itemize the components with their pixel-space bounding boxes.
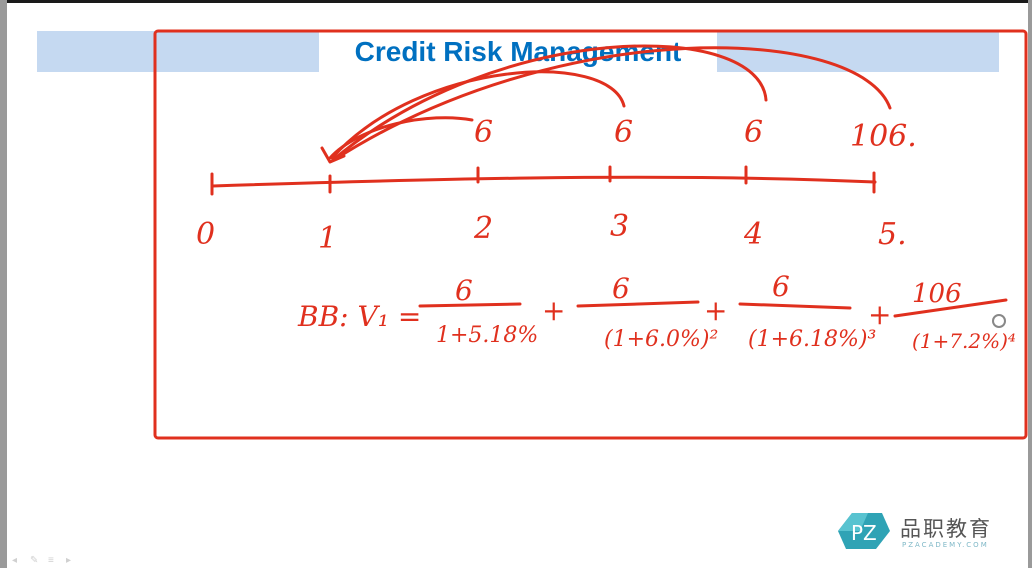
time-label-2: 2 [473,211,493,246]
plus-3: + [868,298,891,331]
plus-2: + [704,294,727,327]
fraction-bar-1 [418,302,522,308]
prev-arrow-icon[interactable]: ◂ [12,555,18,566]
cash-flow-2: 6 [474,115,493,150]
term-1-denominator: 1+5.18% [436,323,538,348]
logo: PZ 品职教育 PZACADEMY.COM [838,511,1003,555]
term-3-numerator: 6 [772,270,790,303]
left-window-edge [0,0,7,568]
time-label-3: 3 [610,209,629,244]
term-4-numerator: 106 [912,279,962,309]
discount-arrow-3 [330,70,626,160]
cash-flow-4: 6 [744,115,763,150]
time-label-1: 1 [318,221,337,256]
logo-name-cn: 品职教育 [900,517,992,541]
pz-logo-icon: PZ [838,513,890,549]
term-3-denominator: (1+6.18%)³ [748,327,876,352]
title-banner-right [717,31,999,72]
cash-flow-3: 6 [614,115,633,150]
fraction-bar-3 [738,302,852,310]
discount-arrow-5 [332,46,892,162]
highlight-box [153,29,1028,440]
fraction-bar-2 [576,300,700,308]
time-label-5: 5. [878,217,907,252]
discount-arrow-4 [331,44,768,162]
arrow-head [320,146,346,164]
timeline-axis [210,175,877,188]
top-window-edge [0,0,1032,3]
formula-prefix: BB: V₁ = [297,300,421,333]
term-4-denominator: (1+7.2%)⁴ [912,329,1016,353]
fraction-bar-4 [893,298,1008,318]
slide-nav[interactable]: ◂ ✎ ≡ ▸ [12,556,78,566]
time-label-4: 4 [743,217,763,252]
logo-site: PZACADEMY.COM [902,541,989,549]
logo-mark-text: PZ [851,521,877,545]
term-1-numerator: 6 [455,274,473,307]
title-banner-left [37,31,319,72]
term-2-numerator: 6 [612,272,630,305]
menu-icon[interactable]: ≡ [48,555,54,566]
next-arrow-icon[interactable]: ▸ [66,555,72,566]
slide-title: Credit Risk Management [354,35,682,67]
cursor-ring [992,314,1006,328]
term-2-denominator: (1+6.0%)² [604,327,718,352]
right-window-edge [1028,0,1032,568]
time-label-0: 0 [196,217,215,252]
cash-flow-5: 106. [850,119,917,154]
pen-icon[interactable]: ✎ [30,555,39,566]
plus-1: + [542,294,565,327]
